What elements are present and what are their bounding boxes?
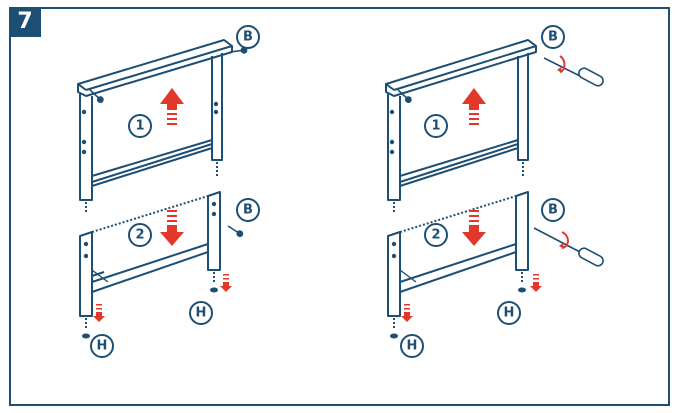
callout-b-label: B	[548, 30, 558, 45]
foot-cap-icon	[390, 333, 398, 339]
screwdriver-icon	[533, 227, 604, 267]
callout-h-circle	[189, 301, 213, 325]
arrow-down-icon	[530, 274, 542, 292]
callout-h-circle	[400, 334, 424, 358]
callout-h-label: H	[407, 339, 418, 354]
left-upper-frame	[77, 39, 233, 214]
right-lower-frame	[387, 191, 529, 330]
left-assembly	[77, 39, 249, 330]
foot-cap-icon	[518, 287, 526, 293]
step-number: 7	[9, 7, 41, 37]
arrow-down-icon	[401, 304, 413, 322]
callout-2-label: 2	[431, 228, 440, 243]
callout-b-label: B	[243, 203, 253, 218]
callout-b-circle	[236, 198, 260, 222]
callout-h-label: H	[504, 306, 515, 321]
screwdriver-icon	[543, 57, 604, 87]
callout-1-label: 1	[135, 119, 144, 134]
callout-1-circle	[424, 114, 448, 138]
callout-b-circle	[541, 25, 565, 49]
step-frame	[9, 7, 670, 406]
rotate-arrow-icon	[561, 231, 569, 249]
callout-b-label: B	[243, 30, 253, 45]
arrow-down-icon	[93, 304, 105, 322]
callout-b-circle	[541, 198, 565, 222]
callout-h-circle	[497, 301, 521, 325]
arrow-down-icon	[160, 210, 184, 246]
callout-h-label: H	[97, 339, 108, 354]
arrow-up-icon	[160, 88, 184, 125]
callout-1-label: 1	[431, 119, 440, 134]
callout-h-label: H	[196, 306, 207, 321]
rotate-arrow-icon	[557, 67, 562, 73]
callout-h-circle	[90, 334, 114, 358]
callout-b-circle	[236, 25, 260, 49]
callout-2-circle	[424, 223, 448, 247]
callout-2-label: 2	[135, 228, 144, 243]
arrow-up-icon	[462, 88, 486, 125]
arrow-down-icon	[220, 274, 232, 292]
callout-2-circle	[128, 223, 152, 247]
right-upper-frame	[385, 39, 537, 214]
callout-1-circle	[128, 114, 152, 138]
foot-cap-icon	[210, 287, 218, 293]
rotate-arrow-icon	[559, 243, 564, 249]
arrow-down-icon	[462, 210, 486, 246]
left-lower-frame	[79, 191, 221, 330]
foot-cap-icon	[82, 333, 90, 339]
right-assembly	[385, 39, 537, 330]
callout-b-label: B	[548, 203, 558, 218]
